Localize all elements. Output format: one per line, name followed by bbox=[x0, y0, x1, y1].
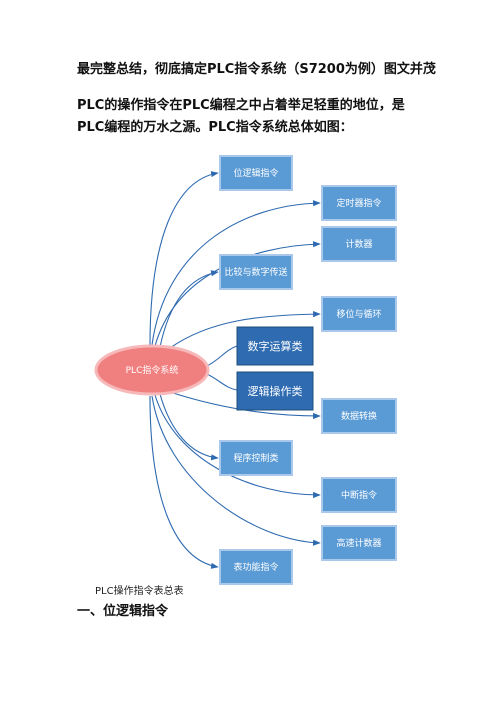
middle-node-arithmetic: 数字运算类 bbox=[236, 326, 314, 366]
svg-text:高速计数器: 高速计数器 bbox=[336, 537, 381, 549]
svg-text:计数器: 计数器 bbox=[345, 238, 372, 250]
branch-node-data-conversion: 数据转换 bbox=[321, 398, 397, 434]
branch-node-table-function: 表功能指令 bbox=[219, 549, 293, 585]
svg-text:表功能指令: 表功能指令 bbox=[233, 561, 278, 573]
svg-text:定时器指令: 定时器指令 bbox=[336, 197, 381, 209]
branch-node-compare-transfer: 比较与数字传送 bbox=[219, 254, 293, 290]
branch-node-timer: 定时器指令 bbox=[321, 185, 397, 221]
intro-paragraph: PLC的操作指令在PLC编程之中占着举足轻重的地位，是PLC编程的万水之源。PL… bbox=[77, 98, 405, 135]
branch-node-program-control: 程序控制类 bbox=[219, 440, 293, 476]
svg-text:数据转换: 数据转换 bbox=[341, 410, 377, 422]
svg-text:逻辑操作类: 逻辑操作类 bbox=[248, 384, 303, 398]
diagram-arrows bbox=[149, 171, 321, 569]
branch-node-bit-logic: 位逻辑指令 bbox=[219, 155, 293, 191]
branch-node-counter: 计数器 bbox=[321, 226, 397, 262]
section-heading: 一、位逻辑指令 bbox=[77, 604, 169, 619]
svg-text:数字运算类: 数字运算类 bbox=[248, 339, 303, 353]
svg-text:程序控制类: 程序控制类 bbox=[233, 452, 278, 464]
svg-text:位逻辑指令: 位逻辑指令 bbox=[233, 167, 278, 179]
svg-text:比较与数字传送: 比较与数字传送 bbox=[224, 266, 287, 278]
root-label: PLC指令系统 bbox=[126, 364, 179, 376]
document-title: 最完整总结，彻底搞定PLC指令系统（S7200为例）图文并茂 bbox=[77, 62, 436, 77]
svg-text:移位与循环: 移位与循环 bbox=[336, 308, 381, 320]
branch-node-interrupt: 中断指令 bbox=[321, 477, 397, 513]
svg-text:中断指令: 中断指令 bbox=[341, 489, 377, 501]
branch-node-shift-rotate: 移位与循环 bbox=[321, 296, 397, 332]
branch-node-high-speed-counter: 高速计数器 bbox=[321, 525, 397, 561]
middle-node-logic: 逻辑操作类 bbox=[236, 371, 314, 411]
figure-caption: PLC操作指令表总表 bbox=[95, 586, 184, 597]
root-node: PLC指令系统 bbox=[94, 344, 210, 396]
